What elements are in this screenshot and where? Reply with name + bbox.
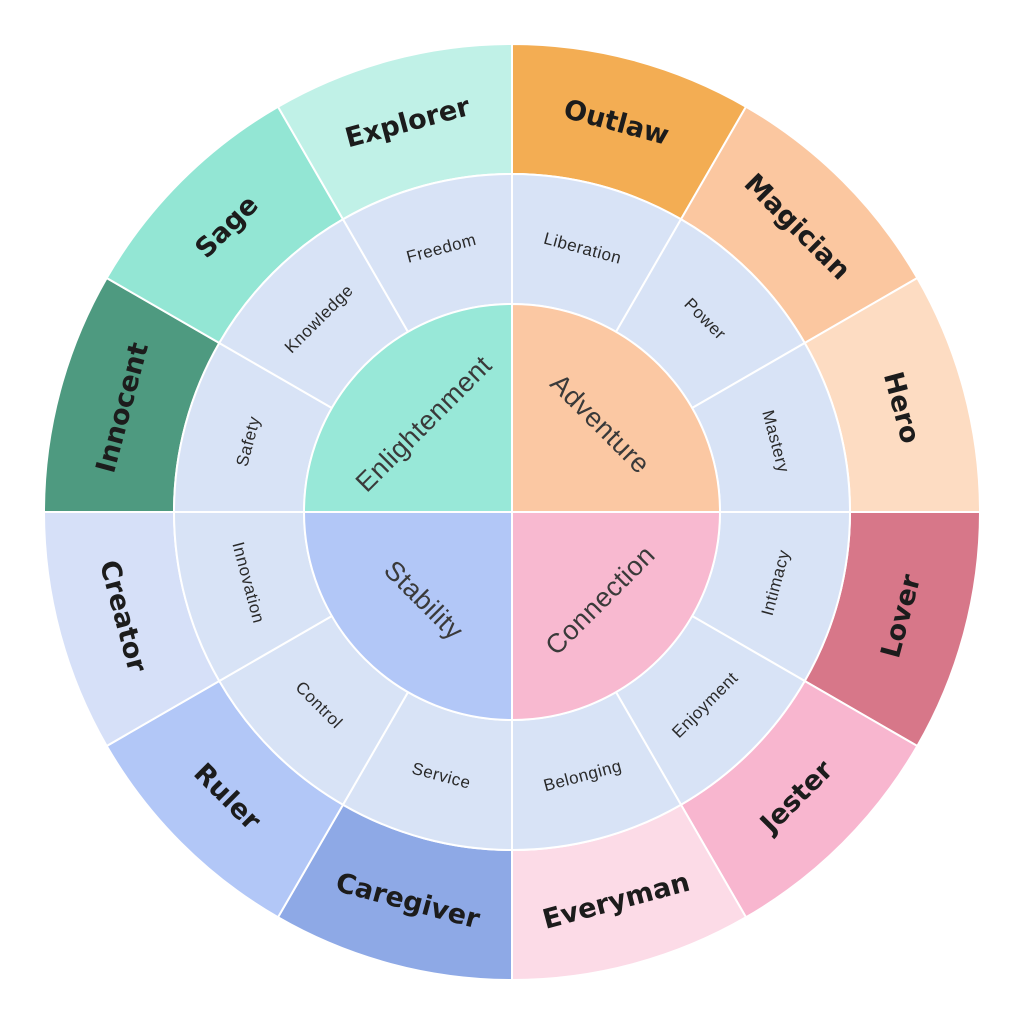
outer-ring <box>42 42 982 982</box>
inner-segment-stability <box>302 511 513 722</box>
inner-segment-enlightenment <box>302 302 513 513</box>
middle-ring <box>172 172 852 852</box>
inner-segment-adventure <box>511 302 722 513</box>
inner-segment-connection <box>511 511 722 722</box>
inner-ring <box>302 302 722 722</box>
